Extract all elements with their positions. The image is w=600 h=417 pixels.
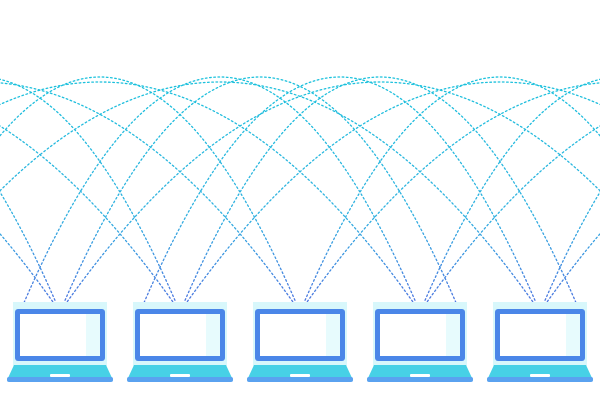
connection-arc <box>0 78 181 313</box>
laptop-icon <box>367 302 473 382</box>
laptop-icon <box>487 302 593 382</box>
laptop-bottom-edge <box>247 377 353 382</box>
connection-arc <box>59 76 461 313</box>
laptop-base <box>8 365 112 378</box>
laptop-base <box>368 365 472 378</box>
laptop-bottom-edge <box>367 377 473 382</box>
laptop-icon <box>247 302 353 382</box>
connection-arc <box>539 232 600 313</box>
connection-arcs <box>0 76 600 313</box>
laptop-icon <box>127 302 233 382</box>
laptop-base <box>248 365 352 378</box>
connection-arc <box>179 76 581 313</box>
connection-arc <box>139 76 541 313</box>
laptop-bottom-edge <box>7 377 113 382</box>
connection-arc <box>0 232 61 313</box>
connection-arc <box>0 76 301 313</box>
connection-arc <box>299 76 600 313</box>
connection-arc <box>0 81 541 313</box>
connection-arc <box>59 81 600 313</box>
connection-arc <box>299 82 600 313</box>
connection-arc <box>19 76 421 313</box>
connection-arc <box>539 191 600 313</box>
connection-arc <box>0 125 181 313</box>
connection-arc <box>419 125 600 313</box>
laptop-icon <box>7 302 113 382</box>
connection-arc <box>0 82 301 313</box>
laptop-base <box>128 365 232 378</box>
laptop-bottom-edge <box>127 377 233 382</box>
laptop-base <box>488 365 592 378</box>
laptop-row <box>7 302 593 382</box>
connection-arc <box>179 81 600 313</box>
connection-arc <box>0 81 421 313</box>
connection-arc <box>0 191 61 313</box>
laptop-bottom-edge <box>487 377 593 382</box>
connection-arc <box>419 78 600 313</box>
